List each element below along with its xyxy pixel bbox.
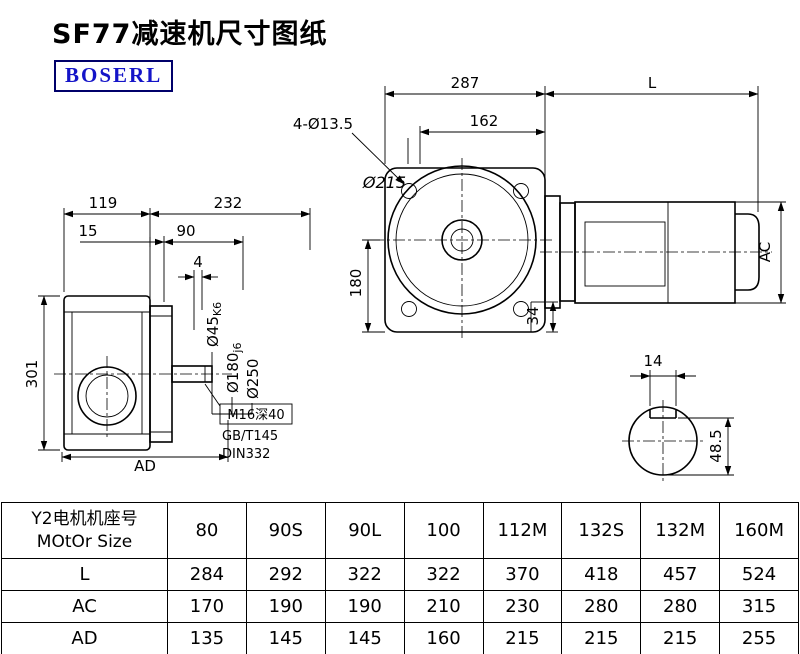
shaft-section: 14 48.5 [622, 352, 734, 483]
side-view: 119 232 15 90 4 301 AD Ø45K6 Ø180j6 Ø250… [23, 194, 311, 475]
table-cell: 145 [324, 622, 405, 654]
table-cell: 292 [245, 558, 326, 591]
dim-162-label: 162 [470, 112, 499, 130]
page-title: SF77减速机尺寸图纸 [52, 19, 328, 50]
table-cell: 230 [482, 590, 563, 623]
gearbox-front-housing [384, 165, 546, 333]
table-cell: 457 [640, 558, 721, 591]
table-cell: 524 [719, 558, 799, 591]
table-cell: 215 [640, 622, 721, 654]
shaft-end-notes: M16深40 GB/T145 DIN332 [204, 383, 293, 462]
table-row-l: L 284 292 322 322 370 418 457 524 [1, 558, 799, 591]
table-cell: 315 [719, 590, 799, 623]
header-line-cn: Y2电机机座号 [31, 508, 138, 529]
table-cell: 145 [245, 622, 326, 654]
table-cell: 280 [561, 590, 642, 623]
table-cell: 322 [403, 558, 484, 591]
dim-301-label: 301 [23, 360, 41, 389]
row-label: AC [1, 590, 168, 623]
size-col-header: 132S [561, 502, 642, 559]
table-cell: 135 [167, 622, 247, 654]
size-col-header: 90S [245, 502, 326, 559]
size-col-header: 112M [482, 502, 563, 559]
table-cell: 160 [403, 622, 484, 654]
motor-size-table: Y2电机机座号 MOtOr Size 80 90S 90L 100 112M 1… [1, 502, 799, 654]
dim-90-label: 90 [176, 222, 195, 240]
side-centerlines [54, 356, 232, 438]
dim-119-label: 119 [89, 194, 118, 212]
front-centerlines [372, 158, 552, 338]
table-cell: 215 [561, 622, 642, 654]
note-tap-label: M16深40 [227, 408, 284, 423]
table-cell: 170 [167, 590, 247, 623]
table-cell: 280 [640, 590, 721, 623]
dim-34-label: 34 [524, 306, 542, 325]
table-header-row: Y2电机机座号 MOtOr Size 80 90S 90L 100 112M 1… [1, 502, 799, 559]
dim-215-label: Ø215 [362, 173, 406, 192]
size-col-header: 80 [167, 502, 247, 559]
table-cell: 215 [482, 622, 563, 654]
note-din-standard-label: DIN332 [222, 447, 270, 462]
dim-287-label: 287 [451, 74, 480, 92]
dim-ac-label: AC [756, 242, 774, 262]
table-row-ac: AC 170 190 190 210 230 280 280 315 [1, 590, 799, 623]
front-view: 287 L 162 4-Ø13.5 Ø215 180 34 AC [293, 74, 786, 338]
dim-4-label: 4 [193, 253, 203, 271]
dim-l-label: L [648, 74, 657, 92]
drawing-canvas: 119 232 15 90 4 301 AD Ø45K6 Ø180j6 Ø250… [23, 74, 786, 483]
dim-180-label: 180 [347, 269, 365, 298]
dim-flange-dia-label: Ø250 [244, 359, 262, 399]
table-row-ad: AD 135 145 145 160 215 215 215 255 [1, 622, 799, 654]
size-col-header: 132M [640, 502, 721, 559]
table-cell: 284 [167, 558, 247, 591]
table-cell: 190 [324, 590, 405, 623]
dim-232-label: 232 [214, 194, 243, 212]
dim-48-5-label: 48.5 [707, 429, 725, 462]
row-label: AD [1, 622, 168, 654]
size-col-header: 160M [719, 502, 799, 559]
table-cell: 322 [324, 558, 405, 591]
table-cell: 255 [719, 622, 799, 654]
note-gb-standard-label: GB/T145 [222, 429, 278, 444]
shaft-section-dimensions: 14 48.5 [630, 352, 734, 476]
front-dimensions: 287 L 162 4-Ø13.5 Ø215 180 34 AC [293, 74, 786, 333]
table-cell: 190 [245, 590, 326, 623]
dim-14-label: 14 [643, 352, 662, 370]
table-cell: 418 [561, 558, 642, 591]
row-label: L [1, 558, 168, 591]
table-cell: 370 [482, 558, 563, 591]
table-cell: 210 [403, 590, 484, 623]
dim-15-label: 15 [78, 222, 97, 240]
header-motor-size-cell: Y2电机机座号 MOtOr Size [1, 502, 168, 559]
size-col-header: 90L [324, 502, 405, 559]
dim-spigot-dia-label: Ø180j6 [224, 343, 244, 394]
boserl-logo: BOSERL [54, 60, 174, 92]
size-col-header: 100 [403, 502, 484, 559]
dim-holes-label: 4-Ø13.5 [293, 115, 353, 133]
motor-body [540, 195, 772, 309]
dim-ad-label: AD [134, 457, 156, 475]
header-line-en: MOtOr Size [36, 531, 133, 552]
side-dimensions: 119 232 15 90 4 301 AD Ø45K6 Ø180j6 Ø250 [23, 194, 311, 475]
dim-shaft-dia-label: Ø45K6 [204, 302, 224, 347]
shaft-section-centerlines [622, 400, 704, 483]
